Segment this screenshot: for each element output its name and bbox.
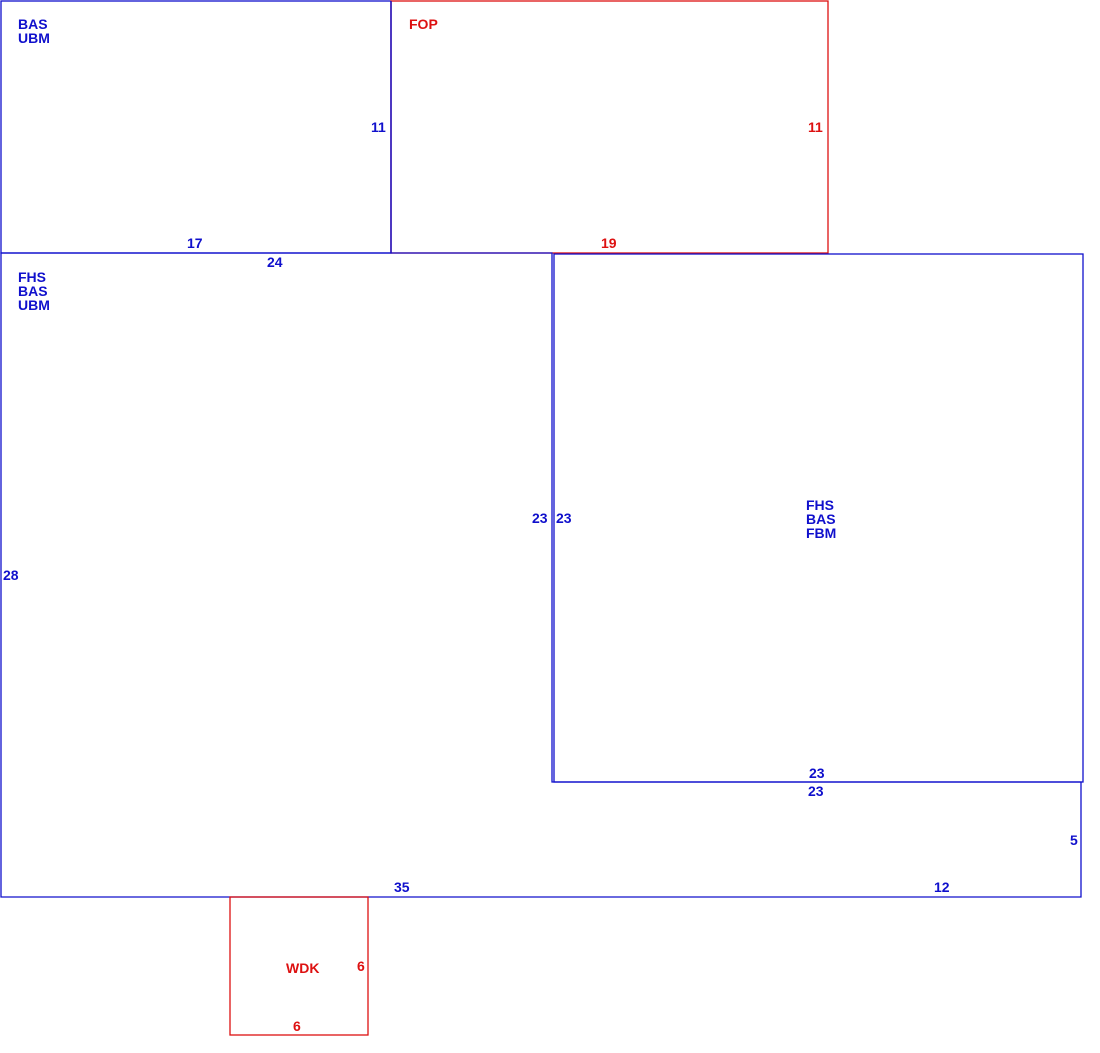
- main-area-outline: [0, 252, 1082, 898]
- main-code-3: UBM: [18, 297, 50, 313]
- right-block-code-3: FBM: [806, 525, 836, 541]
- porch-dim-right: 11: [808, 119, 823, 135]
- upper-left-code-2: UBM: [18, 30, 50, 46]
- main-dim-left: 28: [3, 567, 19, 583]
- deck-dim-right: 6: [357, 958, 365, 974]
- main-dim-bottom: 35: [394, 879, 410, 895]
- main-code-2: BAS: [18, 283, 48, 299]
- main-dim-top: 24: [267, 254, 283, 270]
- main-code-1: FHS: [18, 269, 46, 285]
- main-dim-bottom-right: 12: [934, 879, 950, 895]
- main-dim-step-right: 5: [1070, 832, 1078, 848]
- deck-area-outline: [229, 896, 369, 1036]
- right-block-code-1: FHS: [806, 497, 834, 513]
- upper-left-dim-bottom: 17: [187, 235, 203, 251]
- main-dim-step-top: 23: [808, 783, 824, 799]
- porch-dim-bottom: 19: [601, 235, 617, 251]
- deck-dim-bottom: 6: [293, 1018, 301, 1034]
- upper-left-code-1: BAS: [18, 16, 48, 32]
- right-block-code-2: BAS: [806, 511, 836, 527]
- right-block-dim-bottom: 23: [809, 765, 825, 781]
- deck-code: WDK: [286, 960, 319, 976]
- main-dim-right: 23: [532, 510, 548, 526]
- upper-left-dim-right: 11: [371, 119, 386, 135]
- right-block-dim-left: 23: [556, 510, 572, 526]
- right-block-outline: [553, 253, 1084, 783]
- porch-area-outline: [390, 0, 829, 254]
- porch-code: FOP: [409, 16, 438, 32]
- upper-left-area-outline: [0, 0, 392, 254]
